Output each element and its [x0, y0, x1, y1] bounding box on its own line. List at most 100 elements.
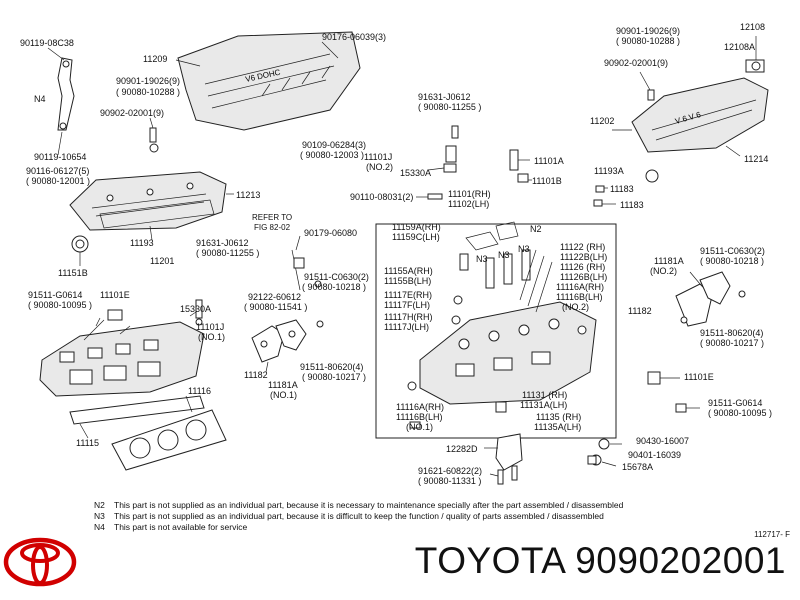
- part-label: 12282D: [446, 444, 478, 454]
- part-label: 11201: [150, 256, 174, 266]
- part-label: 11126 (RH): [560, 262, 605, 272]
- part-label: 91631-J0612: [418, 92, 471, 102]
- part-label: REFER TO: [252, 213, 292, 222]
- part-label: (NO.1): [270, 390, 297, 400]
- part-label: ( 90080-11541 ): [244, 302, 307, 312]
- part-label: 11101E: [100, 290, 130, 300]
- plug-right: [675, 403, 700, 413]
- part-label: 11193A: [594, 166, 624, 176]
- part-label: 90110-08031(2): [350, 192, 413, 202]
- part-label: 11101J: [196, 322, 224, 332]
- part-label: 11135A(LH): [534, 422, 581, 432]
- part-label: 11117J(LH): [384, 322, 429, 332]
- part-label: 90179-06080: [304, 228, 357, 238]
- footnote-n4: N4 This part is not available for service: [94, 522, 247, 532]
- footnote-text: This part is not available for service: [114, 522, 248, 532]
- part-label: 11115: [76, 438, 99, 448]
- part-label: ( 90080-10217 ): [700, 338, 764, 348]
- cover-bolts-left: [149, 117, 159, 153]
- part-label: ( 90080-10095 ): [708, 408, 772, 418]
- part-label: 11101(RH): [448, 189, 491, 199]
- cylinder-head-detail-box: [375, 223, 617, 439]
- part-label: 11116A(RH): [556, 282, 604, 292]
- part-label: 11117E(RH): [384, 290, 432, 300]
- part-label: 11182: [244, 370, 268, 380]
- part-label: ( 90080-10218 ): [700, 256, 764, 266]
- sensor-15330A-mid: [189, 299, 203, 326]
- part-label: 90901-19026(9): [116, 76, 180, 86]
- part-label: 90430-16007: [636, 436, 689, 446]
- part-label: ( 90080-10095 ): [28, 300, 92, 310]
- oil-filler-cap: [745, 36, 765, 73]
- part-label: 11151B: [58, 268, 88, 278]
- part-label: 90902-02001(9): [100, 108, 164, 118]
- part-label: 11101E: [684, 372, 714, 382]
- camshaft-bearing-cap-bolts: [509, 149, 532, 183]
- stud-bolts-bottom: [489, 465, 518, 485]
- part-label: (NO.1): [198, 332, 225, 342]
- part-label: 11181A: [654, 256, 684, 266]
- part-label: ( 90080-10217 ): [302, 372, 366, 382]
- brand-part-number: TOYOTA 9090202001: [414, 540, 786, 581]
- part-label: ( 90080-10288 ): [616, 36, 680, 46]
- part-label: 11122 (RH): [560, 242, 605, 252]
- part-label: 11102(LH): [448, 199, 489, 209]
- part-label: 11126B(LH): [560, 272, 607, 282]
- part-label: (NO.1): [406, 422, 433, 432]
- toyota-logo: [3, 537, 77, 587]
- part-label: 11183: [620, 200, 644, 210]
- water-outlet: [484, 433, 523, 471]
- part-label: ( 90080-12003 ): [300, 150, 364, 160]
- part-label: 90119-10654: [34, 152, 86, 162]
- part-label: 11159A(RH): [392, 222, 441, 232]
- oil-pipe-right: [647, 371, 680, 385]
- fuel-pipe-left: [95, 309, 123, 327]
- part-label: ( 90080-11255 ): [418, 102, 481, 112]
- spark-plug-tube-gaskets: [593, 169, 659, 207]
- engine-cover: V6 DOHC: [175, 31, 361, 131]
- part-label: (NO.2): [650, 266, 677, 276]
- part-label: 11183: [610, 184, 634, 194]
- part-label: 11155B(LH): [384, 276, 431, 286]
- part-label: ( 90080-11255 ): [196, 248, 259, 258]
- part-label: N3: [518, 244, 530, 254]
- part-label: 91511-80620(4): [700, 328, 763, 338]
- part-label: 90901-19026(9): [616, 26, 680, 36]
- part-label: 11122B(LH): [560, 252, 607, 262]
- part-label: N3: [476, 254, 488, 264]
- part-label: 91511-80620(4): [300, 362, 363, 372]
- part-label: (NO.2): [366, 162, 393, 172]
- oil-seal-left: [71, 235, 89, 266]
- part-label: 90116-06127(5): [26, 166, 89, 176]
- part-label: 90176-06039(3): [322, 32, 386, 42]
- valve-cover-left: [69, 171, 234, 241]
- part-label: 12108A: [724, 42, 755, 52]
- part-label: 11101B: [532, 176, 562, 186]
- part-label: 90109-06284(3): [302, 140, 366, 150]
- part-label: ( 90080-12001 ): [26, 176, 90, 186]
- part-label: 15330A: [180, 304, 211, 314]
- oil-level-gauge-guide: [291, 235, 324, 328]
- part-label: 90119-08C38: [20, 38, 74, 48]
- cylinder-head-left: [39, 319, 205, 397]
- part-label: 11135 (RH): [536, 412, 581, 422]
- part-label: 11117H(RH): [384, 312, 433, 322]
- part-number-labels: 90119-08C38 11209 90176-06039(3) 90901-1…: [20, 22, 772, 486]
- catalog-code: 112717- F: [754, 530, 790, 539]
- cylinder-head-right: [419, 301, 597, 405]
- footnote-text: This part is not supplied as an individu…: [114, 500, 624, 510]
- part-label: 90902-02001(9): [604, 58, 668, 68]
- footnote-text: This part is not supplied as an individu…: [114, 511, 604, 521]
- part-label: ( 90080-10218 ): [302, 282, 366, 292]
- footnote-key: N4: [94, 522, 105, 532]
- footnote-key: N2: [94, 500, 105, 510]
- part-label: 11193: [130, 238, 154, 248]
- part-label: 91511-C0630(2): [304, 272, 369, 282]
- part-label: 15678A: [622, 462, 653, 472]
- part-label: 11101J: [364, 152, 392, 162]
- part-label: (NO.2): [562, 302, 589, 312]
- footnote-n2: N2 This part is not supplied as an indivi…: [94, 500, 623, 510]
- part-label: 11214: [744, 154, 768, 164]
- part-label: 91621-60822(2): [418, 466, 482, 476]
